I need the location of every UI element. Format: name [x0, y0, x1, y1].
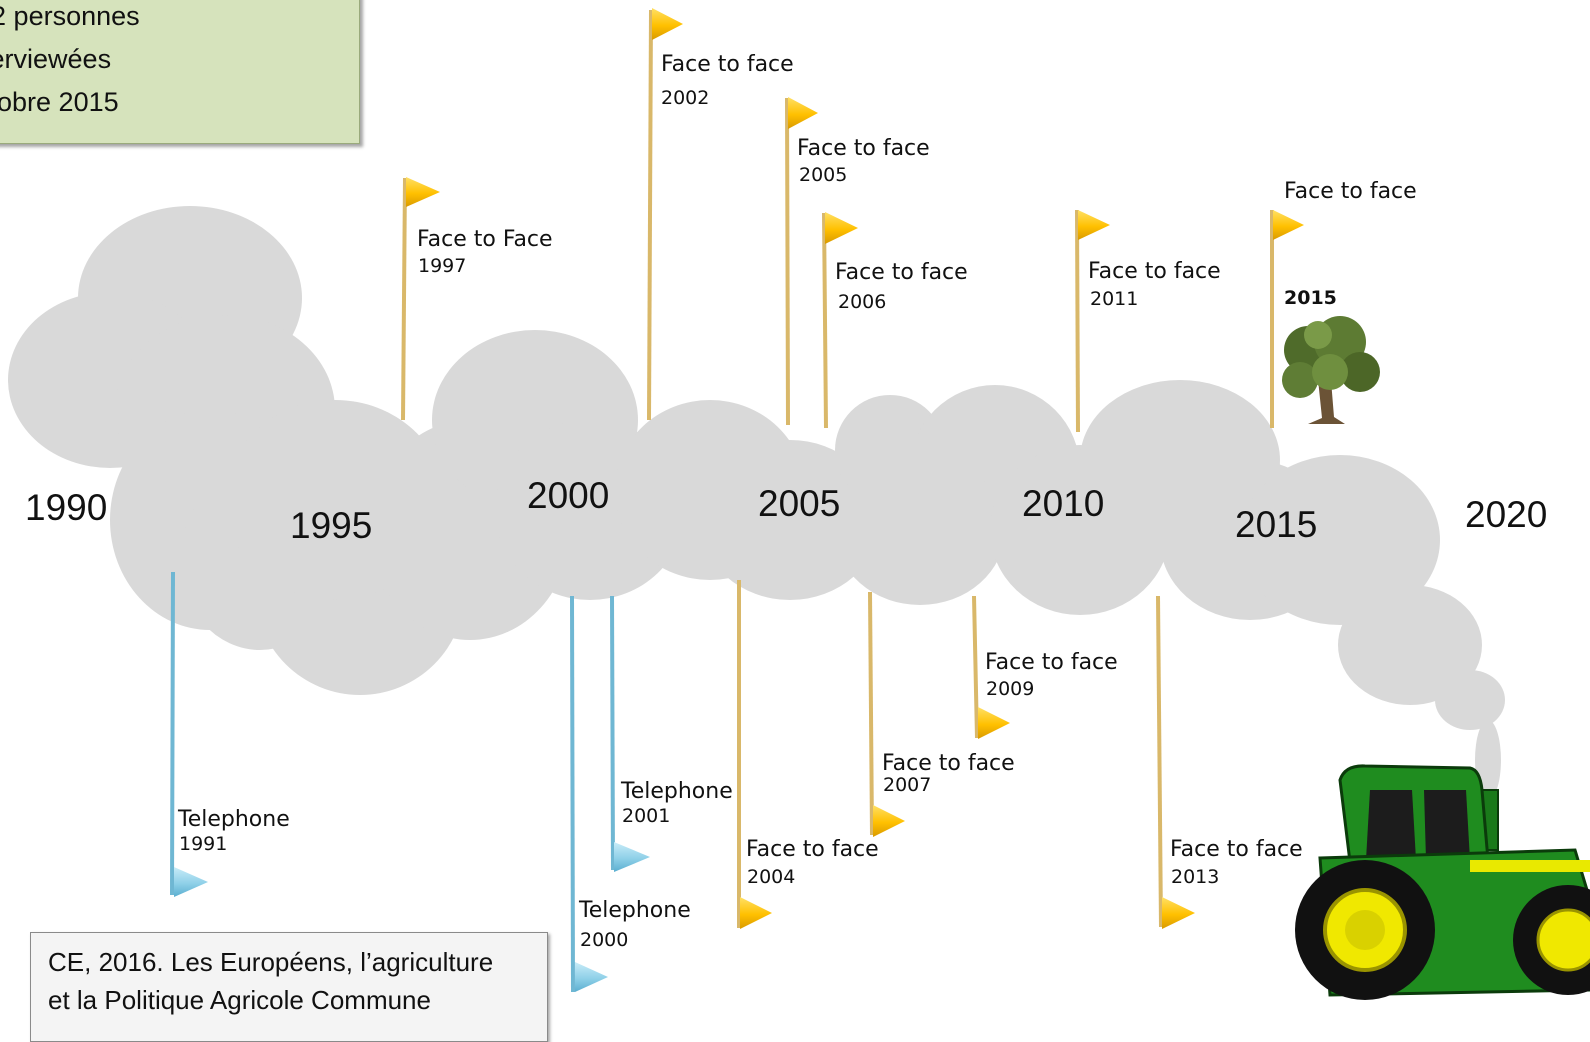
- sample-info-line: interviewées: [0, 44, 112, 74]
- flag-icon: [1162, 897, 1195, 929]
- year-label: 2020: [1465, 494, 1547, 535]
- pole-2013: [1156, 595, 1163, 928]
- pole-2002: [647, 9, 653, 421]
- flag-icon: [740, 897, 772, 929]
- flags-above: [406, 8, 1304, 244]
- survey-method: Face to face: [985, 650, 1118, 675]
- survey-year: 2004: [747, 866, 795, 888]
- pole-2000: [570, 595, 575, 993]
- survey-year: 2000: [580, 929, 628, 951]
- survey-method: Face to face: [1284, 179, 1417, 204]
- survey-year: 2013: [1171, 866, 1219, 888]
- flag-icon: [406, 177, 440, 207]
- smoke-cloud: [8, 206, 1505, 800]
- source-line: et la Politique Agricole Commune: [48, 985, 431, 1015]
- survey-year: 2007: [883, 774, 931, 796]
- pole-2009: [972, 595, 979, 739]
- year-label: 1990: [25, 487, 107, 528]
- sample-info-box: 322 personnes interviewées octobre 2015: [0, 0, 360, 144]
- flags-below: [174, 707, 1195, 992]
- survey-method: Face to face: [1088, 259, 1221, 284]
- tree-icon: [1282, 316, 1380, 424]
- survey-method: Face to face: [661, 52, 794, 77]
- survey-method: Face to Face: [417, 227, 553, 252]
- flag-icon: [1078, 210, 1110, 240]
- survey-method: Telephone: [177, 807, 290, 832]
- flag-icon: [652, 8, 683, 40]
- tractor-icon: [1295, 764, 1590, 1000]
- survey-year: 2005: [799, 164, 847, 186]
- survey-year: 2006: [838, 291, 886, 313]
- labels-below: Telephone 1991 Telephone 2000 Telephone …: [177, 650, 1303, 951]
- pole-2007: [868, 591, 874, 836]
- flag-icon: [788, 97, 818, 129]
- survey-year: 2001: [622, 805, 670, 827]
- source-line: CE, 2016. Les Européens, l’agriculture: [48, 947, 494, 977]
- survey-method: Face to face: [1170, 837, 1303, 862]
- flag-icon: [978, 707, 1010, 739]
- pole-1991: [170, 571, 175, 896]
- flag-icon: [174, 867, 208, 897]
- survey-method: Face to face: [835, 260, 968, 285]
- year-label: 2005: [758, 483, 840, 524]
- pole-1997: [401, 177, 407, 421]
- pole-2006: [822, 212, 828, 429]
- flag-icon: [1273, 210, 1304, 240]
- year-label: 2015: [1235, 504, 1317, 545]
- pole-2011: [1075, 209, 1080, 433]
- poles-below: [170, 571, 1163, 993]
- year-label: 2010: [1022, 483, 1104, 524]
- survey-year: 1997: [418, 255, 466, 277]
- survey-timeline: 1990 1995 2000 2005 2010 2015 2020 Face …: [8, 8, 1590, 1000]
- survey-method: Telephone: [620, 779, 733, 804]
- survey-method: Face to face: [797, 136, 930, 161]
- flag-icon: [873, 805, 905, 837]
- year-labels: 1990 1995 2000 2005 2010 2015 2020: [25, 475, 1547, 546]
- poles-above: [401, 9, 1274, 433]
- sample-info-line: octobre 2015: [0, 87, 119, 117]
- year-label: 2000: [527, 475, 609, 516]
- sample-info-line: 322 personnes: [0, 1, 140, 31]
- survey-year: 2011: [1090, 288, 1138, 310]
- survey-year: 2002: [661, 87, 709, 109]
- labels-above: Face to Face 1997 Face to face 2002 Face…: [417, 52, 1417, 313]
- year-label: 1995: [290, 505, 372, 546]
- survey-year: 2009: [986, 678, 1034, 700]
- source-citation-box: CE, 2016. Les Européens, l’agriculture e…: [30, 932, 548, 1042]
- flag-icon: [614, 842, 650, 872]
- pole-2001: [610, 595, 615, 871]
- survey-year: 1991: [179, 833, 227, 855]
- flag-icon: [825, 212, 858, 244]
- survey-year: 2015: [1284, 287, 1337, 309]
- flag-icon: [575, 962, 608, 992]
- survey-method: Telephone: [578, 898, 691, 923]
- survey-method: Face to face: [882, 751, 1015, 776]
- survey-method: Face to face: [746, 837, 879, 862]
- pole-2005: [785, 97, 790, 426]
